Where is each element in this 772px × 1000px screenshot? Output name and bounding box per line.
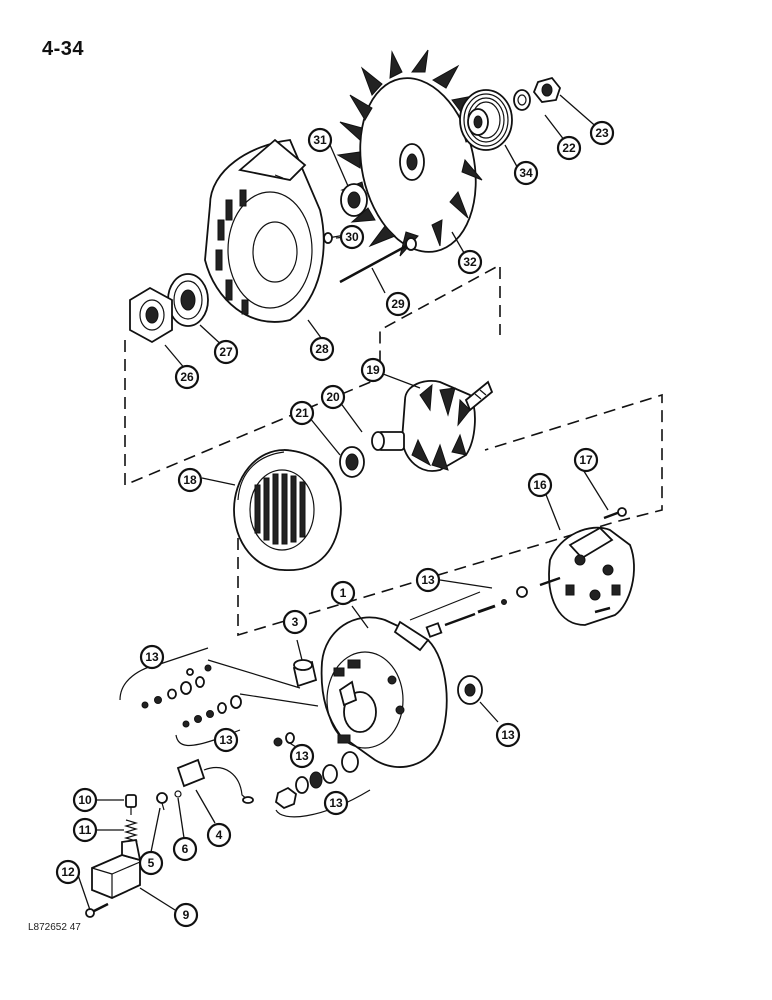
callout-13d-label: 13	[329, 796, 343, 810]
washer-stack-upper	[141, 659, 301, 709]
callout-13a-label: 13	[145, 650, 159, 664]
bearing-retainer-plate	[129, 286, 173, 344]
callout-9: 9	[173, 902, 199, 928]
callout-markers: 1 3 4 5 6 9 10 11 12 13 13 13 13 13 13 1…	[55, 120, 615, 928]
callout-13c-label: 13	[295, 749, 309, 763]
callout-13-bushing: 13	[495, 722, 521, 748]
callout-13-small-washers: 13	[289, 743, 315, 769]
brush-holder	[91, 838, 142, 899]
pulley-nut	[532, 76, 562, 103]
pulley-washer	[513, 89, 531, 111]
callout-23: 23	[589, 120, 615, 146]
callout-26: 26	[174, 364, 200, 390]
callout-16: 16	[527, 472, 553, 498]
page-number: 4-34	[42, 38, 85, 60]
callout-17: 17	[573, 447, 599, 473]
insulator-sleeve	[292, 659, 318, 688]
callout-13e-label: 13	[421, 573, 435, 587]
slip-ring-end-housing	[320, 616, 448, 768]
callout-11: 11	[72, 817, 98, 843]
callout-22: 22	[556, 135, 582, 161]
callout-31: 31	[307, 127, 333, 153]
insulating-bushing	[457, 675, 483, 705]
callout-13f-label: 13	[501, 728, 515, 742]
callout-10-label: 10	[78, 793, 92, 807]
assembly-guide-lines	[124, 263, 663, 637]
callout-5-label: 5	[148, 856, 155, 870]
capacitor	[176, 758, 254, 804]
rotor	[371, 380, 494, 472]
callout-22-label: 22	[562, 141, 576, 155]
callout-11-label: 11	[79, 823, 92, 837]
callout-9-label: 9	[183, 908, 190, 922]
rotor-bearing-spacer	[339, 446, 365, 478]
drive-end-bearing	[167, 273, 209, 327]
callout-3: 3	[282, 609, 308, 635]
callout-13-lower-washers: 13	[213, 727, 239, 753]
callout-13-upper-washers: 13	[139, 644, 165, 670]
callout-13-bottom-washers: 13	[323, 790, 349, 816]
callout-27: 27	[213, 339, 239, 365]
callout-4-label: 4	[216, 828, 223, 842]
bearing-front-spacer	[340, 183, 368, 217]
terminal-hardware-kit	[425, 586, 528, 638]
callout-27-label: 27	[219, 345, 233, 359]
capacitor-washer	[174, 790, 182, 798]
pulley	[459, 89, 513, 151]
stator	[233, 449, 342, 571]
rectifier-assembly	[539, 526, 635, 626]
callout-28-label: 28	[315, 342, 329, 356]
leader-lines	[77, 94, 609, 911]
callout-13-terminal-kit: 13	[415, 567, 441, 593]
callout-16-label: 16	[533, 478, 547, 492]
callout-13b-label: 13	[219, 733, 233, 747]
callout-28: 28	[309, 336, 335, 362]
callout-29: 29	[385, 291, 411, 317]
cooling-fan	[336, 49, 487, 257]
callout-30: 30	[339, 224, 365, 250]
callout-34-label: 34	[519, 166, 533, 180]
callout-18-label: 18	[183, 473, 197, 487]
through-bolt	[339, 237, 417, 284]
callout-20-label: 20	[326, 390, 340, 404]
callout-32: 32	[457, 249, 483, 275]
callout-19-label: 19	[366, 363, 380, 377]
callout-21: 21	[289, 400, 315, 426]
callout-6-label: 6	[182, 842, 189, 856]
washer-stack-lower	[182, 693, 319, 728]
callout-18: 18	[177, 467, 203, 493]
callout-12: 12	[55, 859, 81, 885]
callout-20: 20	[320, 384, 346, 410]
callout-10: 10	[72, 787, 98, 813]
washer-stack-bottom	[274, 751, 359, 810]
capacitor-screw	[156, 792, 168, 811]
rectifier-screw	[603, 507, 627, 520]
callout-21-label: 21	[295, 406, 309, 420]
callout-32-label: 32	[463, 255, 477, 269]
callout-12-label: 12	[61, 865, 75, 879]
callout-1-label: 1	[340, 586, 347, 600]
drive-end-housing	[204, 138, 325, 323]
callout-26-label: 26	[180, 370, 194, 384]
callout-3-label: 3	[292, 615, 299, 629]
callout-4: 4	[206, 822, 232, 848]
callout-6: 6	[172, 836, 198, 862]
brush	[125, 794, 137, 815]
callout-34: 34	[513, 160, 539, 186]
callout-19: 19	[360, 357, 386, 383]
drawing-reference-code: L872652 47	[28, 922, 81, 933]
callout-1: 1	[330, 580, 356, 606]
callout-23-label: 23	[595, 126, 609, 140]
callout-30-label: 30	[345, 230, 359, 244]
callout-17-label: 17	[579, 453, 593, 467]
callout-5: 5	[138, 850, 164, 876]
callout-31-label: 31	[313, 133, 327, 147]
callout-29-label: 29	[391, 297, 405, 311]
brush-holder-screw	[85, 902, 109, 918]
